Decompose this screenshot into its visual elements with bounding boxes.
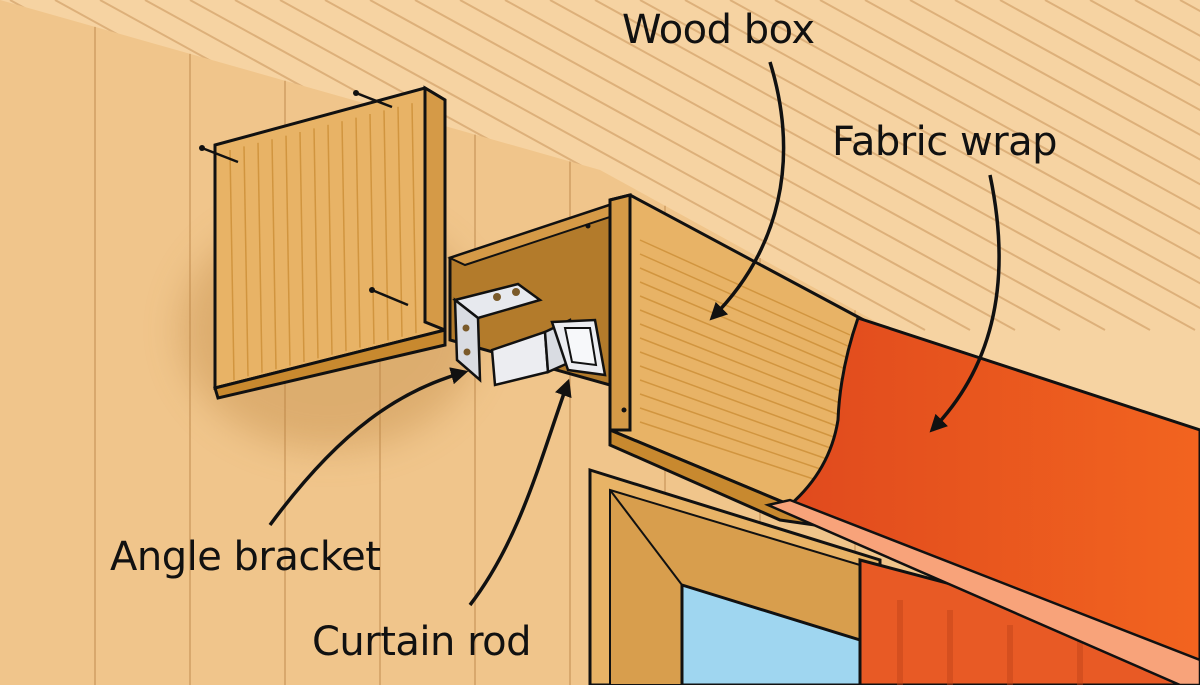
label-curtain-rod: Curtain rod [312, 619, 532, 665]
arrow-curtain-rod [468, 378, 572, 607]
arrow-angle-bracket [268, 367, 469, 527]
fabric-wrap [764, 316, 1200, 685]
end-cap-board [199, 85, 447, 400]
angle-bracket [452, 282, 543, 383]
label-wood-box: Wood box [622, 7, 815, 53]
arrow-wood-box [709, 61, 786, 321]
label-fabric-wrap: Fabric wrap [832, 119, 1058, 165]
curtain-rod [490, 318, 607, 387]
callout-arrows [268, 61, 1001, 607]
window [588, 467, 882, 685]
label-angle-bracket: Angle bracket [110, 534, 381, 580]
arrow-fabric-wrap [929, 174, 1001, 433]
